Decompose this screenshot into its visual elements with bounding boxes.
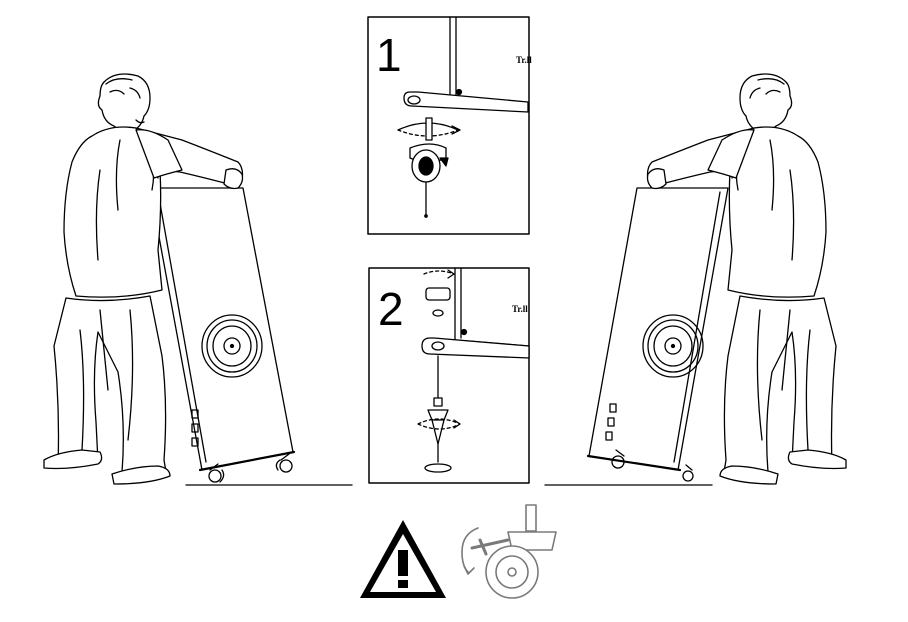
left-person-tilting-cabinet	[43, 73, 296, 485]
right-caster-wheels-icon	[611, 449, 694, 482]
step-2-number: 2	[378, 283, 404, 335]
left-caster-wheels-icon	[208, 453, 293, 483]
step-1-number: 1	[376, 29, 402, 81]
step-1-caster-icon	[409, 143, 449, 183]
step-2-panel	[368, 267, 530, 484]
right-person-tilting-cabinet	[586, 73, 847, 485]
step-1-brand-mark: Tr.ll	[516, 55, 532, 65]
left-speaker-cone-icon	[201, 314, 263, 378]
caster-wheel-icon	[461, 504, 557, 599]
right-person	[646, 73, 847, 485]
left-cabinet	[149, 187, 296, 483]
right-speaker-cone-icon	[642, 314, 704, 378]
right-cabinet	[586, 187, 729, 482]
warning-triangle-icon	[360, 520, 446, 598]
step-1-panel	[367, 16, 530, 235]
step-2-brand-mark: Tr.ll	[512, 304, 528, 314]
left-person	[43, 73, 244, 485]
